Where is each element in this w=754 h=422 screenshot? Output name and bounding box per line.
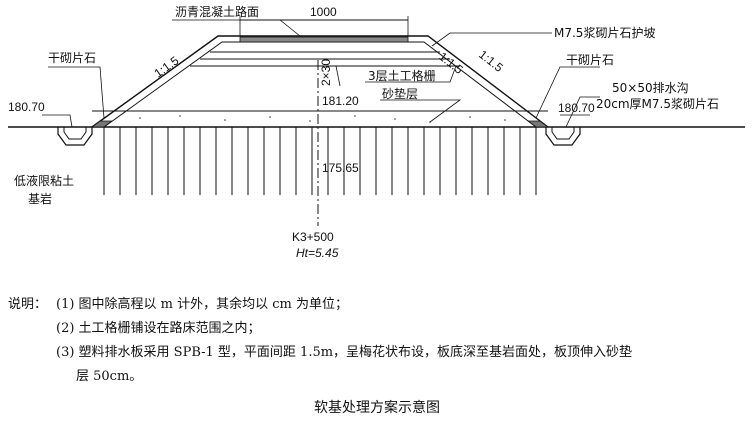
label-dry-stone-left: 干砌片石 (48, 51, 96, 65)
note-item-1: (1) 图中除高程以 m 计外，其余均以 cm 为单位； (56, 297, 349, 312)
embankment-cross-section (8, 16, 745, 226)
label-bedrock: 基岩 (28, 191, 52, 206)
pavement-layer (239, 36, 409, 43)
left-ditch (57, 127, 93, 146)
label-elev-mid: 175.65 (322, 161, 359, 175)
label-sand-layer: 砂垫层 (382, 86, 418, 101)
notes-prefix: 说明： (8, 297, 48, 312)
note-item-2: (2) 土工格栅铺设在路床范围之内； (56, 321, 261, 336)
left-dry-stone (90, 120, 114, 128)
label-slope-inner: 1:1.5 (476, 47, 506, 75)
label-width: 1000 (310, 5, 337, 19)
label-geogrid: 3层土工格栅 (368, 68, 436, 83)
label-pavement: 沥青混凝土路面 (175, 4, 259, 19)
right-ditch (545, 127, 581, 146)
label-slope-left: 1:1.5 (152, 53, 182, 80)
diagram-labels: 沥青混凝土路面 1000 M7.5浆砌片石护坡 干砌片石 干砌片石 1:1.5 … (8, 4, 719, 260)
label-dry-stone-right: 干砌片石 (566, 53, 614, 67)
note-item-3: (3) 塑料排水板采用 SPB-1 型，平面间距 1.5m，呈梅花状布设，板底深… (56, 345, 633, 360)
label-elev-top: 181.20 (322, 94, 359, 108)
label-slope-right: 1:1.5 (436, 49, 466, 77)
label-geogrid-spacing: 2×30 (319, 59, 333, 86)
label-elev-left: 180.70 (8, 100, 45, 114)
leader-lines (42, 19, 600, 128)
embankment-outline (91, 35, 549, 128)
sand-dots (139, 115, 506, 123)
label-ditch-lining: 20cm厚M7.5浆砌片石 (596, 96, 719, 111)
label-low-clay: 低液限粘土 (14, 173, 74, 188)
label-ditch-size: 50×50排水沟 (612, 81, 689, 95)
left-ditch-lining (63, 127, 87, 140)
label-revetment: M7.5浆砌片石护坡 (554, 25, 655, 40)
figure-caption: 软基处理方案示意图 (314, 400, 440, 416)
right-ditch-lining (551, 127, 575, 140)
right-dry-stone (526, 120, 550, 128)
label-elev-right: 180.70 (558, 101, 595, 115)
label-station: K3+500 (292, 230, 334, 244)
note-item-3-continuation: 层 50cm。 (76, 369, 143, 384)
plastic-drain-boards (103, 127, 537, 195)
label-height: Ht=5.45 (296, 246, 339, 260)
